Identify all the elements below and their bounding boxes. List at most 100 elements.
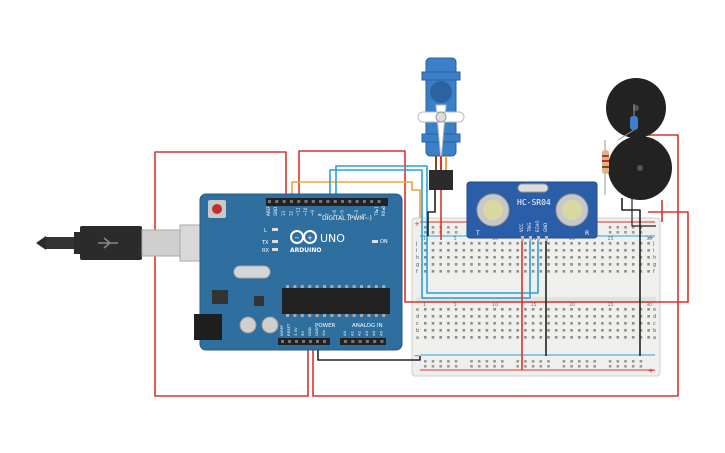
breadboard-hole[interactable] — [447, 336, 450, 339]
breadboard-hole[interactable] — [601, 242, 604, 245]
rail-hole[interactable] — [608, 365, 612, 368]
breadboard-hole[interactable] — [454, 263, 458, 266]
breadboard-hole[interactable] — [631, 308, 635, 311]
breadboard-hole[interactable] — [547, 256, 550, 259]
breadboard-hole[interactable] — [516, 315, 519, 318]
breadboard-hole[interactable] — [593, 242, 596, 245]
header-pin[interactable] — [341, 200, 344, 203]
header-pin[interactable] — [323, 340, 326, 343]
rail-hole[interactable] — [424, 360, 427, 363]
breadboard-hole[interactable] — [531, 336, 535, 339]
header-pin[interactable] — [297, 200, 301, 203]
breadboard-hole[interactable] — [470, 336, 473, 339]
breadboard-hole[interactable] — [424, 308, 427, 311]
rail-hole[interactable] — [608, 360, 612, 363]
breadboard-hole[interactable] — [616, 263, 620, 266]
rail-hole[interactable] — [631, 365, 635, 368]
breadboard-hole[interactable] — [524, 263, 527, 266]
breadboard-hole[interactable] — [570, 336, 573, 339]
breadboard-hole[interactable] — [608, 322, 612, 325]
breadboard-hole[interactable] — [424, 322, 427, 325]
breadboard-hole[interactable] — [431, 256, 435, 259]
wire-servo-black[interactable] — [427, 190, 436, 236]
breadboard-hole[interactable] — [470, 256, 473, 259]
breadboard-hole[interactable] — [608, 242, 612, 245]
rail-hole[interactable] — [501, 365, 504, 368]
breadboard-hole[interactable] — [485, 315, 489, 318]
rail-hole[interactable] — [454, 231, 458, 234]
breadboard-hole[interactable] — [508, 263, 512, 266]
header-pin[interactable] — [288, 340, 291, 343]
header-pin[interactable] — [377, 200, 381, 203]
sensor-pin[interactable] — [537, 236, 540, 241]
breadboard-hole[interactable] — [447, 263, 450, 266]
breadboard-hole[interactable] — [631, 249, 635, 252]
breadboard-hole[interactable] — [570, 256, 573, 259]
rail-hole[interactable] — [616, 231, 620, 234]
breadboard-hole[interactable] — [462, 329, 466, 332]
breadboard-hole[interactable] — [562, 336, 566, 339]
breadboard-hole[interactable] — [447, 308, 450, 311]
breadboard-hole[interactable] — [516, 249, 519, 252]
header-pin[interactable] — [289, 200, 293, 203]
breadboard-hole[interactable] — [631, 329, 635, 332]
breadboard-hole[interactable] — [508, 322, 512, 325]
rail-hole[interactable] — [424, 231, 427, 234]
breadboard-hole[interactable] — [424, 242, 427, 245]
led-icon[interactable] — [617, 104, 638, 141]
rail-hole[interactable] — [439, 365, 442, 368]
rail-hole[interactable] — [639, 365, 643, 368]
breadboard-hole[interactable] — [608, 336, 612, 339]
breadboard-hole[interactable] — [424, 249, 427, 252]
breadboard-hole[interactable] — [470, 322, 473, 325]
breadboard-hole[interactable] — [639, 249, 643, 252]
breadboard-hole[interactable] — [554, 249, 558, 252]
breadboard-hole[interactable] — [501, 329, 504, 332]
breadboard-hole[interactable] — [554, 263, 558, 266]
rail-hole[interactable] — [431, 360, 435, 363]
rail-hole[interactable] — [608, 226, 612, 229]
breadboard-hole[interactable] — [601, 256, 604, 259]
breadboard-hole[interactable] — [447, 242, 450, 245]
breadboard-hole[interactable] — [501, 242, 504, 245]
breadboard-hole[interactable] — [647, 336, 650, 339]
header-pin[interactable] — [311, 200, 315, 203]
rail-hole[interactable] — [447, 231, 450, 234]
rail-hole[interactable] — [624, 360, 627, 363]
header-pin[interactable] — [333, 200, 337, 203]
wire-black-rail[interactable] — [631, 198, 656, 227]
rail-hole[interactable] — [531, 360, 535, 363]
breadboard-hole[interactable] — [608, 270, 612, 273]
rail-hole[interactable] — [608, 231, 612, 234]
breadboard-hole[interactable] — [424, 263, 427, 266]
breadboard-hole[interactable] — [624, 256, 627, 259]
rail-hole[interactable] — [616, 226, 620, 229]
breadboard-hole[interactable] — [616, 256, 620, 259]
breadboard-hole[interactable] — [524, 336, 527, 339]
header-pin[interactable] — [380, 340, 384, 343]
rail-hole[interactable] — [624, 231, 627, 234]
breadboard-hole[interactable] — [647, 256, 650, 259]
breadboard-hole[interactable] — [508, 329, 512, 332]
header-pin[interactable] — [316, 340, 319, 343]
breadboard-hole[interactable] — [616, 322, 620, 325]
header-pin[interactable] — [365, 340, 369, 343]
breadboard-hole[interactable] — [493, 249, 496, 252]
rail-hole[interactable] — [547, 365, 550, 368]
breadboard-hole[interactable] — [562, 263, 566, 266]
wire-blue-echo[interactable] — [335, 165, 539, 294]
breadboard-hole[interactable] — [531, 263, 535, 266]
breadboard-hole[interactable] — [639, 322, 643, 325]
breadboard-hole[interactable] — [547, 308, 550, 311]
header-pin[interactable] — [281, 340, 284, 343]
breadboard-hole[interactable] — [585, 270, 589, 273]
breadboard-hole[interactable] — [493, 315, 496, 318]
header-pin[interactable] — [319, 200, 323, 203]
breadboard-hole[interactable] — [493, 322, 496, 325]
rail-hole[interactable] — [447, 226, 450, 229]
breadboard-hole[interactable] — [424, 315, 427, 318]
